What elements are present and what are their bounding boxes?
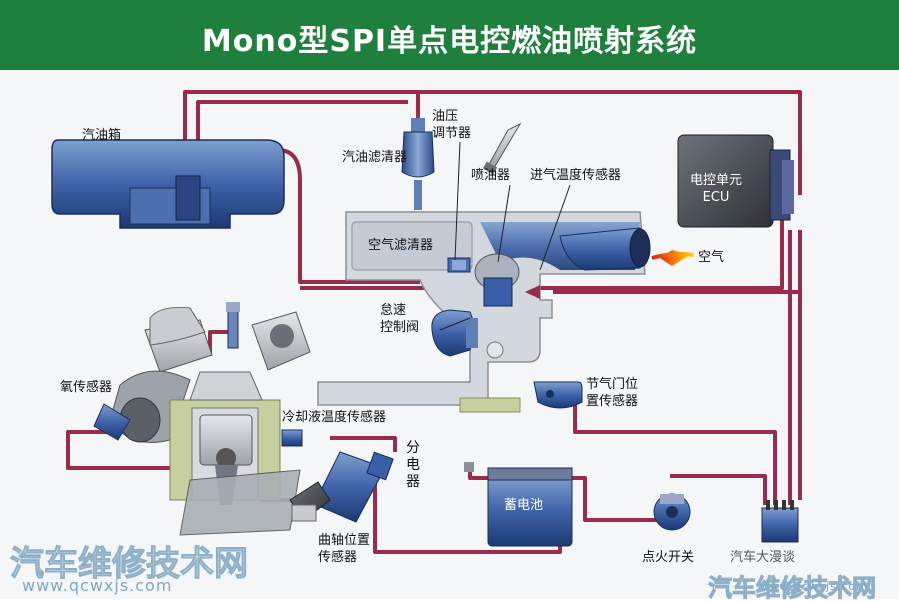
title-banner: Mono型SPI单点电控燃油喷射系统 [0, 0, 899, 70]
fuel-tank [51, 139, 285, 229]
distributor-body [313, 451, 394, 523]
throttle-body [317, 211, 646, 413]
system-diagram [51, 90, 802, 554]
wire-coolant-sensor [330, 436, 397, 452]
label-fuel-tank: 汽油箱 [82, 128, 122, 143]
label-throttle-sensor: 节气门位 置传感器 [586, 377, 639, 409]
watermark-site-url: www.qcwxjs.com [22, 576, 173, 595]
return-line [196, 100, 408, 150]
spark-plug [226, 302, 240, 349]
label-idle-valve: 怠速 控制阀 [380, 303, 420, 335]
label-injector: 喷油器 [471, 168, 511, 183]
label-pointers [439, 141, 571, 331]
watermark-wechat: 汽车大漫谈 [730, 550, 796, 565]
label-crank-sensor: 曲轴位置 传感器 [318, 533, 371, 565]
label-coolant-temp-sensor: 冷却液温度传感器 [282, 410, 387, 425]
wire-top-to-ecu [416, 90, 802, 195]
wire-oxygen-sensor [66, 430, 155, 470]
air-intake-snout [559, 227, 651, 271]
wire-throttle-sensor [573, 395, 777, 505]
watermark-site-url-right: www.qcwxjs.com [760, 580, 868, 593]
air-flow-arrow [651, 250, 695, 266]
label-ignition-switch: 点火开关 [642, 550, 695, 565]
diagram-title: Mono型SPI单点电控燃油喷射系统 [201, 24, 698, 59]
crank-sensor-body [289, 481, 331, 522]
battery-body [464, 462, 573, 547]
injector-assembly [447, 253, 540, 307]
watermark-site-cn: 汽车维修技术网 [10, 544, 249, 585]
throttle-position-sensor [533, 381, 583, 409]
label-oxygen-sensor: 氧传感器 [60, 380, 113, 395]
label-ecu: 电控单元 ECU [690, 173, 743, 205]
label-pressure-regulator: 油压 调节器 [432, 109, 472, 141]
label-battery: 蓄电池 [504, 498, 544, 513]
engine [109, 307, 311, 536]
ecu-unit [677, 134, 794, 228]
fuel-filter [401, 118, 435, 210]
label-fuel-filter: 汽油滤清器 [342, 150, 408, 165]
label-air: 空气 [698, 250, 725, 265]
ignition-coil-body [761, 500, 799, 543]
oxygen-sensor-body [93, 403, 131, 441]
label-distributor: 分电器 [406, 440, 420, 490]
label-intake-temp-sensor: 进气温度传感器 [530, 168, 622, 183]
coolant-temp-sensor-body [281, 429, 303, 447]
label-air-filter: 空气滤清器 [368, 238, 434, 253]
ignition-switch-body [653, 493, 691, 531]
wire-battery [468, 462, 670, 522]
injector-icon [482, 122, 522, 175]
watermark-site-cn-right: 汽车维修技术网 [708, 574, 877, 603]
diagram-canvas: 汽油箱 汽油滤清器 油压 调节器 喷油器 进气温度传感器 电控单元 ECU 空气… [0, 70, 899, 603]
wire-ignition [670, 474, 767, 505]
idle-control-valve [431, 309, 504, 359]
